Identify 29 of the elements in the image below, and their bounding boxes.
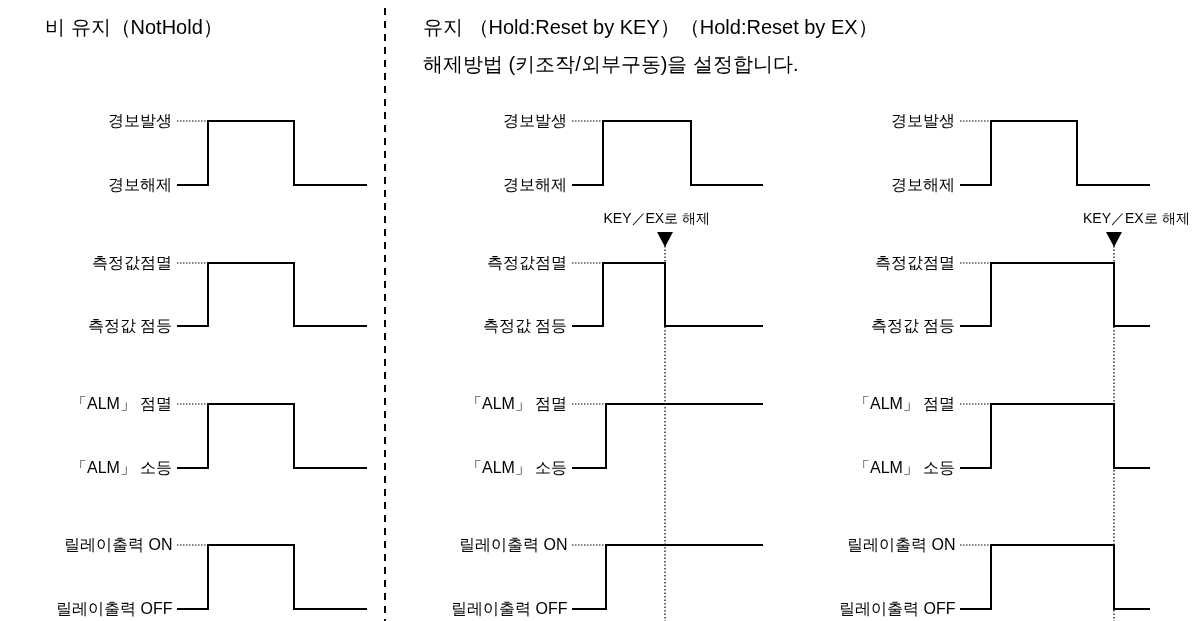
signal-label: 「ALM」 점멸 (466, 396, 568, 412)
release-label: KEY／EX로 해제 (1083, 211, 1190, 225)
signal-label: 릴레이출력 OFF (451, 601, 568, 617)
signal-label: 측정값점멸 (92, 255, 172, 271)
signal-label: 경보발생 (891, 113, 955, 129)
signal-label: 릴레이출력 ON (459, 537, 568, 553)
signal-label: 경보발생 (108, 113, 172, 129)
heading: 유지 （Hold:Reset by KEY）（Hold:Reset by EX） (423, 17, 878, 37)
signal-label: 측정값 점등 (88, 318, 173, 334)
signal-label: 「ALM」 소등 (71, 460, 173, 476)
signal-label: 경보해제 (108, 177, 172, 193)
signal-label: 측정값 점등 (871, 318, 956, 334)
signal-label: 릴레이출력 ON (64, 537, 173, 553)
signal-label: 「ALM」 점멸 (854, 396, 956, 412)
signal-label: 릴레이출력 ON (847, 537, 956, 553)
heading: 비 유지（NotHold） (45, 17, 223, 37)
signal-label: 경보해제 (891, 177, 955, 193)
signal-label: 「ALM」 점멸 (71, 396, 173, 412)
signal-label: 측정값 점등 (483, 318, 568, 334)
signal-label: 릴레이출력 OFF (839, 601, 956, 617)
signal-label: 경보발생 (503, 113, 567, 129)
signal-label: 측정값점멸 (875, 255, 955, 271)
signal-label: 「ALM」 소등 (854, 460, 956, 476)
signal-label: 「ALM」 소등 (466, 460, 568, 476)
signal-label: 릴레이출력 OFF (56, 601, 173, 617)
heading: 해제방법 (키조작/외부구동)을 설정합니다. (423, 54, 799, 74)
signal-label: 측정값점멸 (487, 255, 567, 271)
release-label: KEY／EX로 해제 (603, 211, 711, 225)
signal-label: 경보해제 (503, 177, 567, 193)
